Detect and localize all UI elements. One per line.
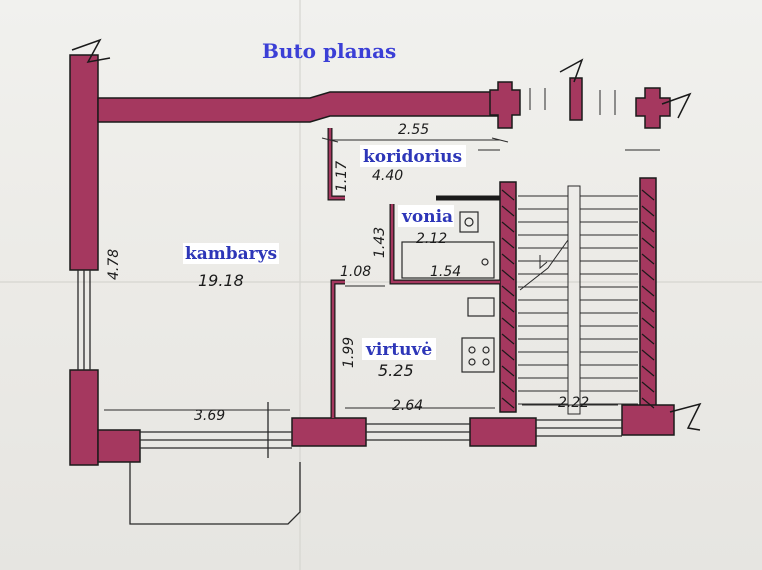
room-area-kambarys: 19.18 [198, 271, 244, 290]
stair-line [501, 381, 515, 393]
room-label-vonia: vonia 2.12 [398, 205, 454, 247]
dim-vonia-width: 1.54 [430, 264, 461, 280]
dim-vonia-side: 1.43 [372, 227, 388, 258]
dim-room-bottom: 3.69 [194, 408, 225, 424]
dim-kitchen-bottom: 2.64 [392, 398, 423, 414]
stair-line [641, 269, 655, 281]
wall-bottom-far-right [621, 404, 675, 436]
dim-kitchen-top: 1.08 [340, 264, 371, 280]
stair-line [641, 237, 655, 249]
room-name-koridorius: koridorius [363, 147, 462, 167]
window-left [77, 270, 91, 370]
dimension-lines [104, 88, 660, 411]
dim-top-corridor: 2.55 [398, 122, 429, 138]
stair-line [501, 301, 515, 313]
windows [77, 270, 622, 525]
pillar-far-right [635, 87, 671, 129]
stair-line [501, 317, 515, 329]
partition-fill [328, 128, 500, 418]
stair-line [501, 269, 515, 281]
wall-left-upper [69, 54, 99, 271]
room-area-koridorius: 4.40 [372, 168, 403, 184]
pillar-top-right [489, 81, 521, 129]
stair-line [641, 285, 655, 297]
stair-line [641, 189, 655, 201]
stair-line [501, 333, 515, 345]
room-name-virtuve: virtuvė [365, 340, 432, 360]
stair-line [641, 365, 655, 377]
fixtures [401, 211, 495, 373]
stair-line [501, 221, 515, 233]
sink-vonia [459, 211, 479, 233]
window-bottom-stair [536, 419, 622, 437]
break-marks [71, 38, 702, 431]
wall-bottom-right [469, 417, 537, 447]
stair-line [641, 205, 655, 217]
stove [461, 337, 495, 373]
room-label-koridorius: koridorius 4.40 [360, 145, 466, 184]
wall-stair-left [499, 181, 517, 413]
dim-kitchen-side: 1.99 [341, 337, 357, 368]
window-bottom-room [140, 402, 292, 458]
dim-stair-bottom: 2.22 [558, 395, 589, 411]
room-name-kambarys: kambarys [185, 244, 277, 264]
stair-line [501, 397, 515, 409]
kitchen-sink [467, 297, 495, 317]
wall-top [97, 91, 501, 123]
dim-room-height: 4.78 [106, 249, 122, 280]
stair-line [501, 285, 515, 297]
wall-bottom-left [97, 429, 141, 463]
bathtub [401, 241, 495, 279]
room-area-virtuve: 5.25 [378, 361, 414, 380]
stair-line [501, 365, 515, 377]
room-label-kambarys: kambarys 19.18 [183, 243, 279, 290]
stair-line [501, 189, 515, 201]
stair-line [641, 253, 655, 265]
room-name-vonia: vonia [401, 207, 453, 227]
wall-bottom-mid [291, 417, 367, 447]
room-label-virtuve: virtuvė 5.25 [362, 338, 436, 380]
wall-ticks [501, 189, 655, 409]
stair-line [501, 205, 515, 217]
stair-line [641, 397, 655, 409]
stair-line [641, 301, 655, 313]
balcony [129, 462, 301, 525]
stair-line [641, 317, 655, 329]
stair-line [501, 253, 515, 265]
wall-left-lower [69, 369, 99, 466]
room-area-vonia: 2.12 [416, 231, 447, 247]
chimney [569, 77, 583, 121]
staircase [518, 185, 638, 415]
stair-line [641, 381, 655, 393]
stair-line [641, 221, 655, 233]
stair-line [501, 349, 515, 361]
plan-title: Buto planas [262, 39, 396, 63]
stair-line [641, 333, 655, 345]
window-bottom-kitchen [366, 423, 470, 441]
stair-line [501, 237, 515, 249]
dim-corridor-side: 1.17 [334, 161, 350, 192]
stair-line [641, 349, 655, 361]
